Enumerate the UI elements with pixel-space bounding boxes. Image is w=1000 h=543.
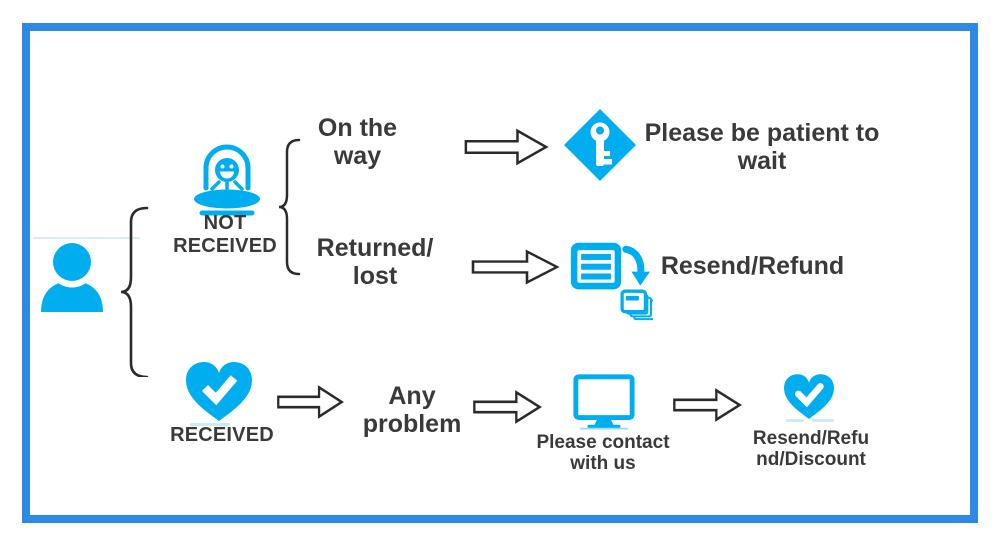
block-arrow-icon bbox=[463, 126, 549, 168]
received-label: RECEIVED bbox=[170, 424, 274, 446]
grid-line bbox=[33, 237, 140, 239]
any-problem-label: Any problem bbox=[362, 382, 462, 439]
curly-brace-sub bbox=[277, 137, 301, 277]
resend-refund-discount-label: Resend/Refu nd/Discount bbox=[752, 428, 870, 471]
monitor-icon bbox=[572, 373, 636, 431]
on-the-way-label: On the way bbox=[317, 114, 398, 171]
block-arrow-icon bbox=[472, 388, 542, 426]
be-patient-label: Please be patient to wait bbox=[644, 119, 880, 176]
curly-brace-main bbox=[119, 205, 149, 377]
resend-refund-label: Resend/Refund bbox=[660, 252, 845, 280]
returned-lost-label: Returned/ lost bbox=[316, 234, 434, 291]
grid-line bbox=[786, 419, 804, 422]
grid-line bbox=[812, 419, 834, 422]
key-diamond-icon bbox=[562, 107, 638, 183]
heart-check-icon bbox=[182, 359, 256, 425]
alien-ufo-icon bbox=[189, 141, 265, 223]
grid-line bbox=[190, 423, 230, 426]
contact-us-label: Please contact with us bbox=[536, 432, 670, 475]
resend-documents-icon bbox=[567, 239, 653, 321]
not-received-label: NOT RECEIVED bbox=[173, 212, 277, 257]
person-icon bbox=[36, 240, 108, 314]
block-arrow-icon bbox=[276, 383, 344, 421]
block-arrow-icon bbox=[470, 247, 560, 287]
block-arrow-icon bbox=[672, 386, 742, 424]
heart-check-icon bbox=[781, 372, 837, 422]
